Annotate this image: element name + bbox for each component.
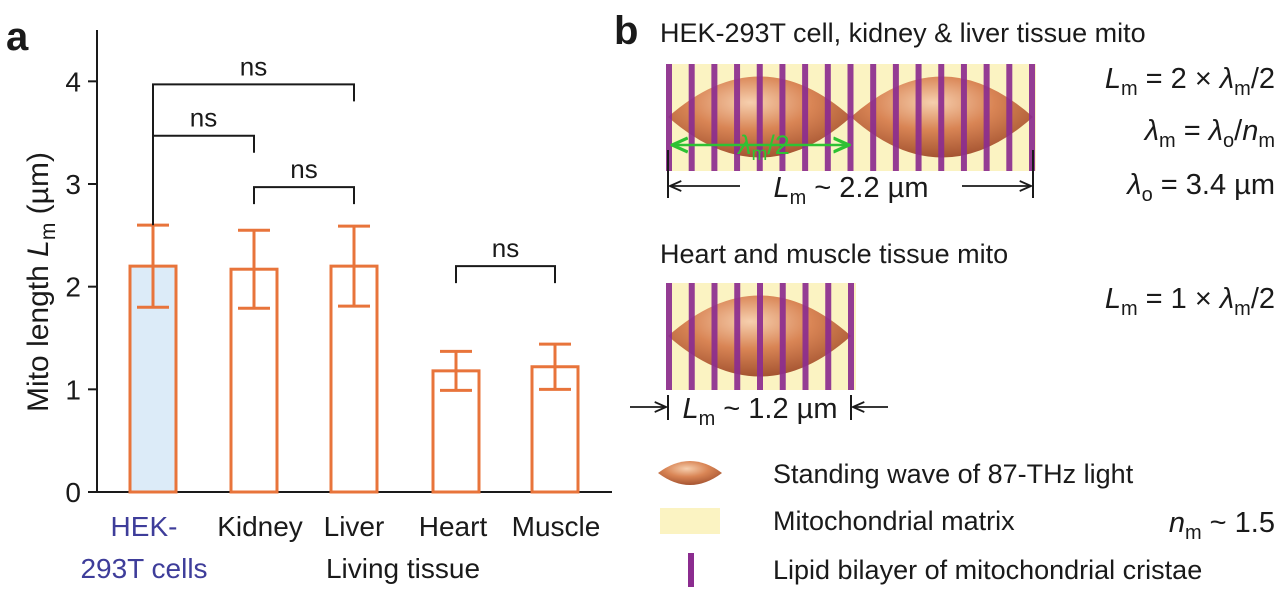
cristaeBot-line-1 [688, 283, 695, 390]
cristaeTop-line-6 [802, 64, 809, 171]
cristaeTop-line-14 [983, 64, 990, 171]
top-length-measure: Lm ~ 2.2 µm [773, 172, 928, 209]
top-diagram-title: HEK-293T cell, kidney & liver tissue mit… [660, 18, 1146, 48]
cristaeTop-line-5 [779, 64, 786, 171]
x-tick-label-4: Muscle [512, 511, 601, 542]
cristaeBot-line-0 [666, 283, 672, 390]
top-mito-diagram [666, 64, 1036, 171]
panel-a-label: a [6, 15, 29, 59]
legend: Standing wave of 87-THz light Mitochondr… [658, 459, 1275, 587]
equation-bottom-lm: Lm = 1 × λm/2 [1105, 283, 1275, 320]
legend-wave-swatch [658, 461, 722, 485]
panel-a: a Mito length Lm (µm) 0 1 2 3 4 HEK-293T cel… [6, 15, 612, 584]
cristaeTop-line-7 [824, 64, 831, 171]
sig-bracket-1 [152, 134, 255, 226]
cristaeBot-line-7 [825, 283, 832, 390]
cristaeBot-line-4 [757, 283, 763, 390]
cristaeBot-line-3 [734, 283, 741, 390]
x-tick-label-3: Heart [419, 511, 488, 542]
sig-label-2: ns [290, 154, 317, 184]
sig-bracket-3 [455, 265, 556, 284]
cristaeTop-line-3 [734, 64, 741, 171]
cristaeTop-line-13 [960, 64, 967, 171]
cristaeTop-line-2 [711, 64, 718, 171]
y-ticks: 0 1 2 3 4 [65, 66, 97, 508]
equation-lambda-o: λo = 3.4 µm [1125, 169, 1275, 206]
cristaeBot-line-8 [848, 283, 854, 390]
y-tick-label-3: 3 [65, 169, 81, 200]
sig-bracket-2 [253, 186, 355, 205]
y-tick-label-4: 4 [65, 66, 81, 97]
x-tick-label-0: HEK-293T cells [80, 511, 207, 584]
y-tick-label-0: 0 [65, 477, 81, 508]
x-labels: HEK-293T cells Kidney Liver Heart Muscle [80, 511, 600, 584]
group-label-living-tissue: Living tissue [326, 553, 480, 584]
cristae-lines-bottom [666, 283, 854, 390]
x-tick-label-2: Liver [324, 511, 385, 542]
bottom-mito-diagram [666, 283, 856, 390]
cristaeTop-line-8 [847, 64, 854, 171]
legend-matrix-swatch [660, 508, 720, 534]
cristaeTop-line-10 [892, 64, 899, 171]
y-axis-label: Mito length Lm (µm) [22, 152, 60, 412]
y-tick-label-2: 2 [65, 272, 81, 303]
sig-label-1: ns [190, 103, 217, 133]
panel-b: b HEK-293T cell, kidney & liver tissue m… [614, 9, 1275, 587]
bars [128, 223, 580, 494]
cristaeTop-line-16 [1029, 64, 1035, 171]
sig-label-0: ns [240, 51, 267, 81]
cristae-lines-top [666, 64, 1035, 171]
legend-cristae-swatch [688, 553, 694, 587]
legend-wave-label: Standing wave of 87-THz light [773, 459, 1134, 489]
legend-refractive-index: nm ~ 1.5 [1169, 507, 1275, 544]
cristaeTop-line-11 [915, 64, 922, 171]
y-tick-label-1: 1 [65, 374, 81, 405]
cristaeTop-line-15 [1006, 64, 1013, 171]
cristaeTop-line-4 [756, 64, 763, 171]
cristaeBot-line-5 [779, 283, 786, 390]
equation-top-lm: Lm = 2 × λm/2 [1105, 63, 1275, 100]
sig-label-3: ns [492, 233, 519, 263]
legend-matrix-label: Mitochondrial matrix [773, 506, 1015, 536]
cristaeTop-line-0 [666, 64, 672, 171]
x-tick-label-1: Kidney [217, 511, 303, 542]
half-wavelength-label: λm/2 [736, 130, 790, 165]
legend-cristae-label: Lipid bilayer of mitochondrial cristae [773, 555, 1202, 585]
bottom-length-measure: Lm ~ 1.2 µm [682, 393, 837, 430]
equation-lambda-m: λm = λo/nm [1143, 115, 1275, 152]
cristaeTop-line-12 [938, 64, 945, 171]
cristaeTop-line-9 [870, 64, 877, 171]
panel-b-label: b [614, 9, 638, 53]
cristaeBot-line-6 [802, 283, 809, 390]
cristaeTop-line-1 [688, 64, 695, 171]
bottom-diagram-title: Heart and muscle tissue mito [660, 239, 1008, 269]
cristaeBot-line-2 [711, 283, 718, 390]
